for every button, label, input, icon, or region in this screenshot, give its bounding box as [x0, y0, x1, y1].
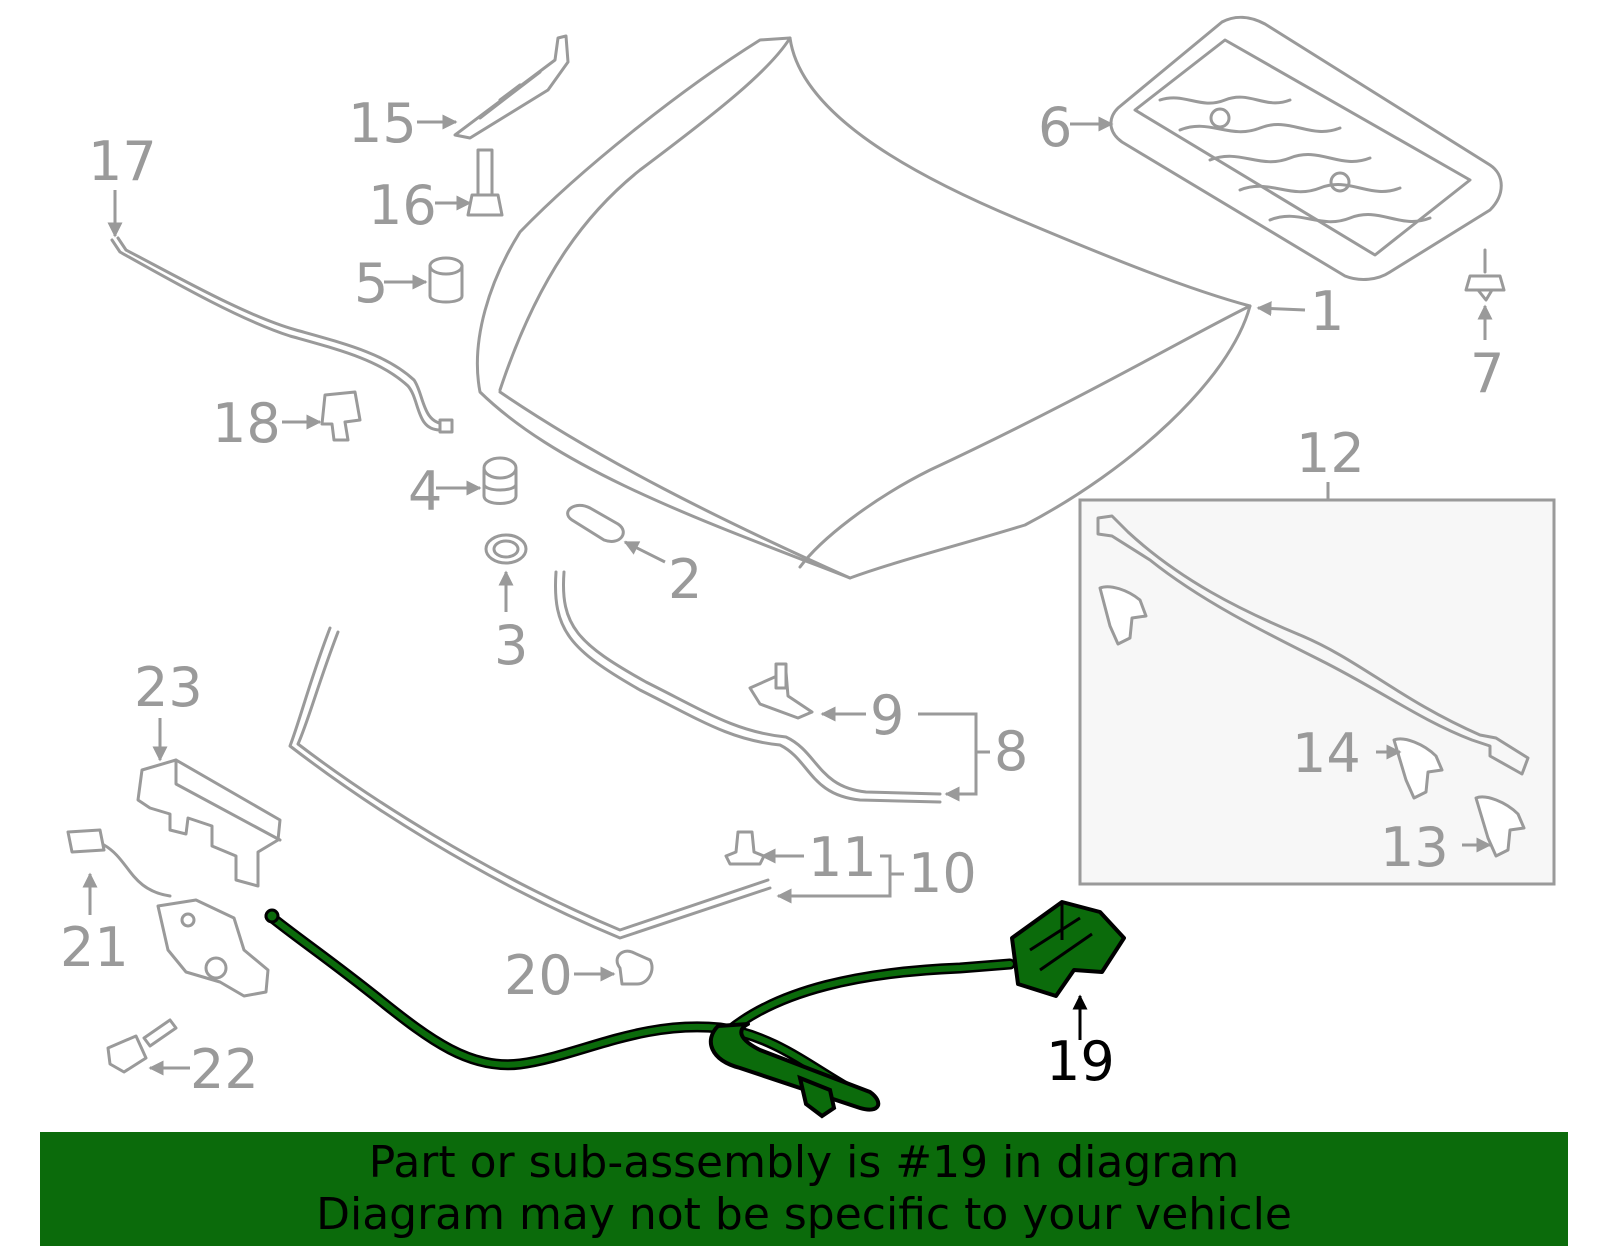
cable-clip-20 [615, 949, 654, 986]
hood-release-cable[interactable] [264, 900, 1126, 1119]
callout-18: 18 [212, 392, 281, 455]
lock-bolt [106, 1018, 178, 1074]
callout-5: 5 [354, 252, 388, 315]
hood-insulator [1109, 15, 1503, 281]
callout-6: 6 [1038, 96, 1072, 159]
hood-panel [475, 36, 1252, 580]
callout-1: 1 [1310, 280, 1344, 343]
seal-clip-11 [724, 830, 766, 866]
callout-3: 3 [494, 614, 528, 677]
callout-15: 15 [348, 92, 417, 155]
callout-12: 12 [1296, 422, 1365, 485]
callout-14: 14 [1292, 722, 1361, 785]
lock-harness [66, 828, 172, 898]
callout-4: 4 [408, 460, 442, 523]
seal-kit-box [1078, 498, 1556, 886]
washer-ring [484, 533, 528, 565]
callout-19: 19 [1046, 1030, 1115, 1093]
callout-8: 8 [994, 720, 1028, 783]
hood-bumper-4 [482, 456, 518, 505]
seal-clip-9 [748, 662, 814, 720]
callout-10: 10 [908, 842, 977, 905]
callout-23: 23 [134, 656, 203, 719]
callout-16: 16 [368, 174, 437, 237]
callout-21: 21 [60, 916, 129, 979]
hood-seal-rear [288, 626, 772, 940]
lock-bracket [136, 758, 282, 888]
callout-11: 11 [808, 826, 877, 889]
hinge-bolt [466, 148, 504, 217]
callout-20: 20 [504, 944, 573, 1007]
hood-bumper-5 [428, 256, 464, 304]
leader-lines [82, 114, 1493, 1076]
callout-22: 22 [190, 1038, 259, 1101]
callout-13: 13 [1380, 816, 1449, 879]
hood-lock [156, 898, 270, 998]
callout-labels: 1 2 3 4 5 6 7 8 9 10 11 12 13 14 15 16 1… [60, 92, 1504, 1101]
callout-7: 7 [1470, 342, 1504, 405]
hood-plug [566, 503, 625, 543]
callout-2: 2 [668, 548, 702, 611]
callout-9: 9 [870, 684, 904, 747]
hood-seal-front [553, 570, 942, 804]
banner-line-disclaimer: Diagram may not be specific to your vehi… [316, 1189, 1292, 1240]
callout-17: 17 [88, 130, 157, 193]
banner-line-part: Part or sub-assembly is #19 in diagram [368, 1137, 1240, 1188]
insulator-clip [1464, 248, 1506, 302]
rod-holder [320, 390, 362, 442]
prop-rod [110, 236, 454, 434]
info-banner: Part or sub-assembly is #19 in diagram D… [40, 1132, 1568, 1246]
hood-hinge [453, 34, 570, 140]
